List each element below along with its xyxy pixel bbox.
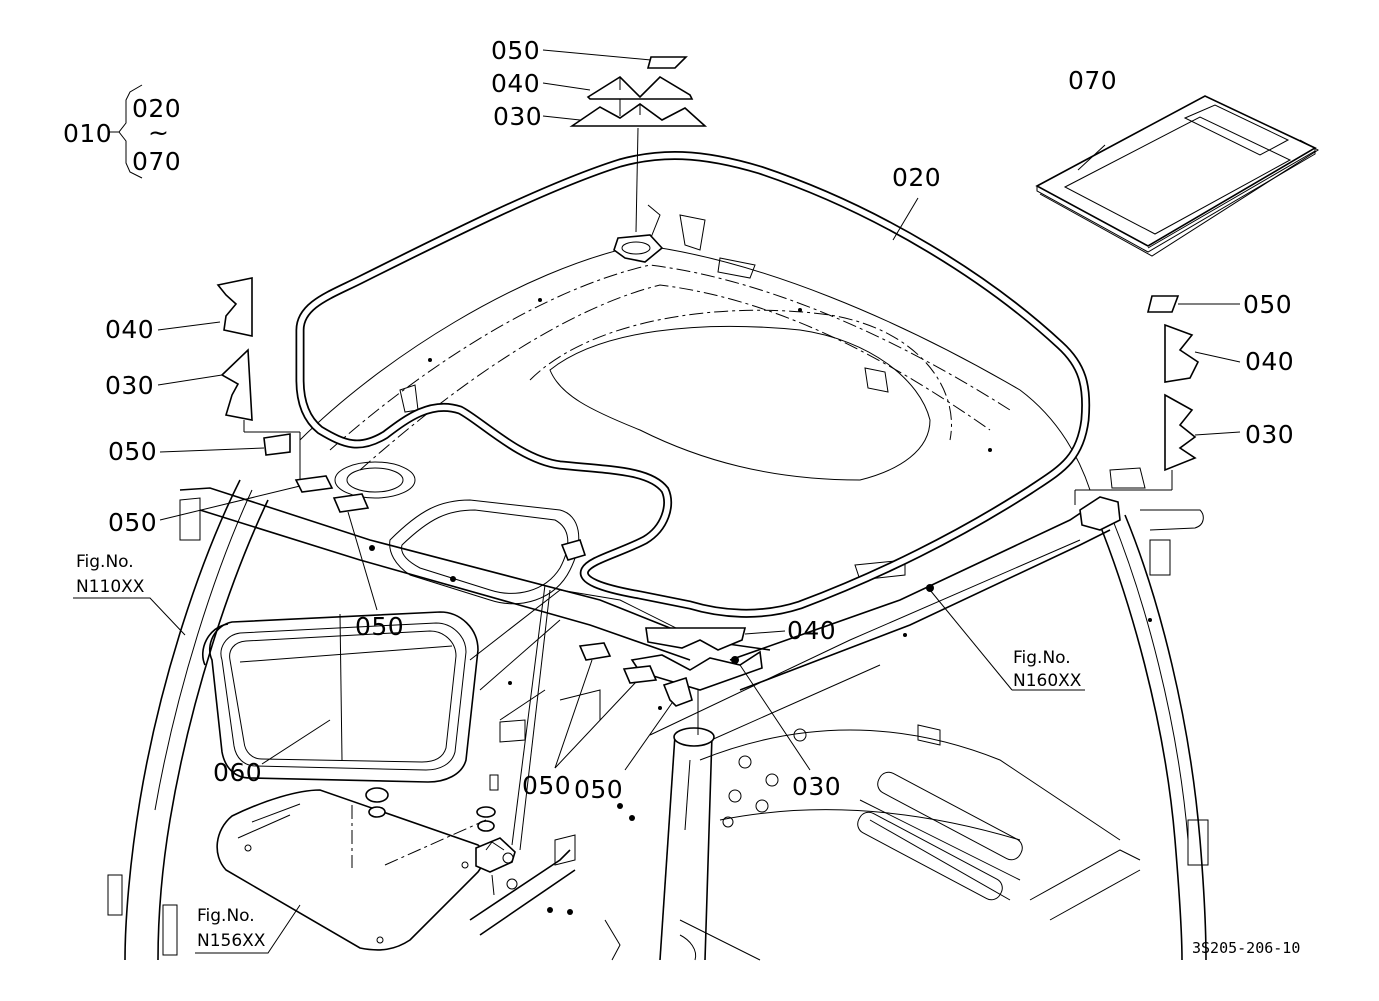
front-pad-030-shape[interactable] xyxy=(630,650,763,691)
ref-n110[interactable]: N110XX xyxy=(76,577,145,597)
top-pad-040-shape[interactable] xyxy=(586,75,694,100)
label-assy-tilde: ~ xyxy=(148,118,169,147)
label-manual-070[interactable]: 070 xyxy=(1068,66,1117,95)
label-front-050b[interactable]: 050 xyxy=(574,775,623,804)
top-pad-stack[interactable] xyxy=(569,56,708,233)
label-right-030[interactable]: 030 xyxy=(1245,420,1294,449)
drawing-code: 3S205-206-10 xyxy=(1192,939,1300,957)
label-front-040[interactable]: 040 xyxy=(787,616,836,645)
ref-n160[interactable]: N160XX xyxy=(1013,671,1082,691)
top-pad-030-shape[interactable] xyxy=(569,103,708,127)
right-pad-stack[interactable] xyxy=(1074,295,1200,505)
label-center-050[interactable]: 050 xyxy=(355,612,404,641)
ref-n160-prefix: Fig.No. xyxy=(1013,648,1071,668)
figure-references: Fig.No. N110XX Fig.No. N160XX Fig.No. N1… xyxy=(76,552,1082,951)
label-right-050[interactable]: 050 xyxy=(1243,290,1292,319)
label-left-030[interactable]: 030 xyxy=(105,371,154,400)
ref-n110-prefix: Fig.No. xyxy=(76,552,134,572)
right-pad-050-shape[interactable] xyxy=(1146,295,1180,313)
left-pad-stack[interactable] xyxy=(216,277,370,513)
label-top-050[interactable]: 050 xyxy=(491,36,540,65)
label-left-050a[interactable]: 050 xyxy=(108,437,157,466)
glass-frame-060[interactable] xyxy=(202,611,479,783)
left-pad-040-shape[interactable] xyxy=(216,277,253,337)
label-top-040[interactable]: 040 xyxy=(491,69,540,98)
left-pad-050a-shape[interactable] xyxy=(263,433,291,456)
right-pad-040-shape[interactable] xyxy=(1164,323,1200,383)
ref-n156[interactable]: N156XX xyxy=(197,931,266,951)
left-pad-030-shape[interactable] xyxy=(220,348,253,421)
front-pad-050a-shape[interactable] xyxy=(578,642,612,661)
label-seal-020[interactable]: 020 xyxy=(892,163,941,192)
label-assy-070[interactable]: 070 xyxy=(132,147,181,176)
label-assy-020[interactable]: 020 xyxy=(132,94,181,123)
part-labels: 010 020 ~ 070 050 040 030 020 070 040 03… xyxy=(63,36,1294,804)
label-left-050b[interactable]: 050 xyxy=(108,508,157,537)
cab-frame xyxy=(107,204,1209,961)
manual-070[interactable] xyxy=(1035,95,1319,257)
roof-seal-020[interactable] xyxy=(295,150,1121,618)
label-front-030[interactable]: 030 xyxy=(792,772,841,801)
assembly-bracket xyxy=(108,84,143,179)
label-left-040[interactable]: 040 xyxy=(105,315,154,344)
front-pad-stack[interactable] xyxy=(578,627,763,735)
center-pad-050-shape[interactable] xyxy=(332,493,370,513)
label-glass-060[interactable]: 060 xyxy=(213,758,262,787)
right-pad-030-shape[interactable] xyxy=(1164,393,1197,472)
front-pad-040-shape[interactable] xyxy=(645,627,747,651)
front-pad-050b-shape[interactable] xyxy=(622,665,658,684)
label-top-030[interactable]: 030 xyxy=(493,102,542,131)
left-pad-050b-shape[interactable] xyxy=(294,475,334,493)
top-pad-050-shape[interactable] xyxy=(646,56,688,69)
label-right-040[interactable]: 040 xyxy=(1245,347,1294,376)
roof-glass-panel xyxy=(216,584,551,951)
leader-lines xyxy=(73,49,1241,954)
ref-n156-prefix: Fig.No. xyxy=(197,906,255,926)
front-pad-050c-shape[interactable] xyxy=(662,676,693,707)
label-front-050a[interactable]: 050 xyxy=(522,771,571,800)
label-010[interactable]: 010 xyxy=(63,119,112,148)
screw-dots xyxy=(369,298,1152,915)
